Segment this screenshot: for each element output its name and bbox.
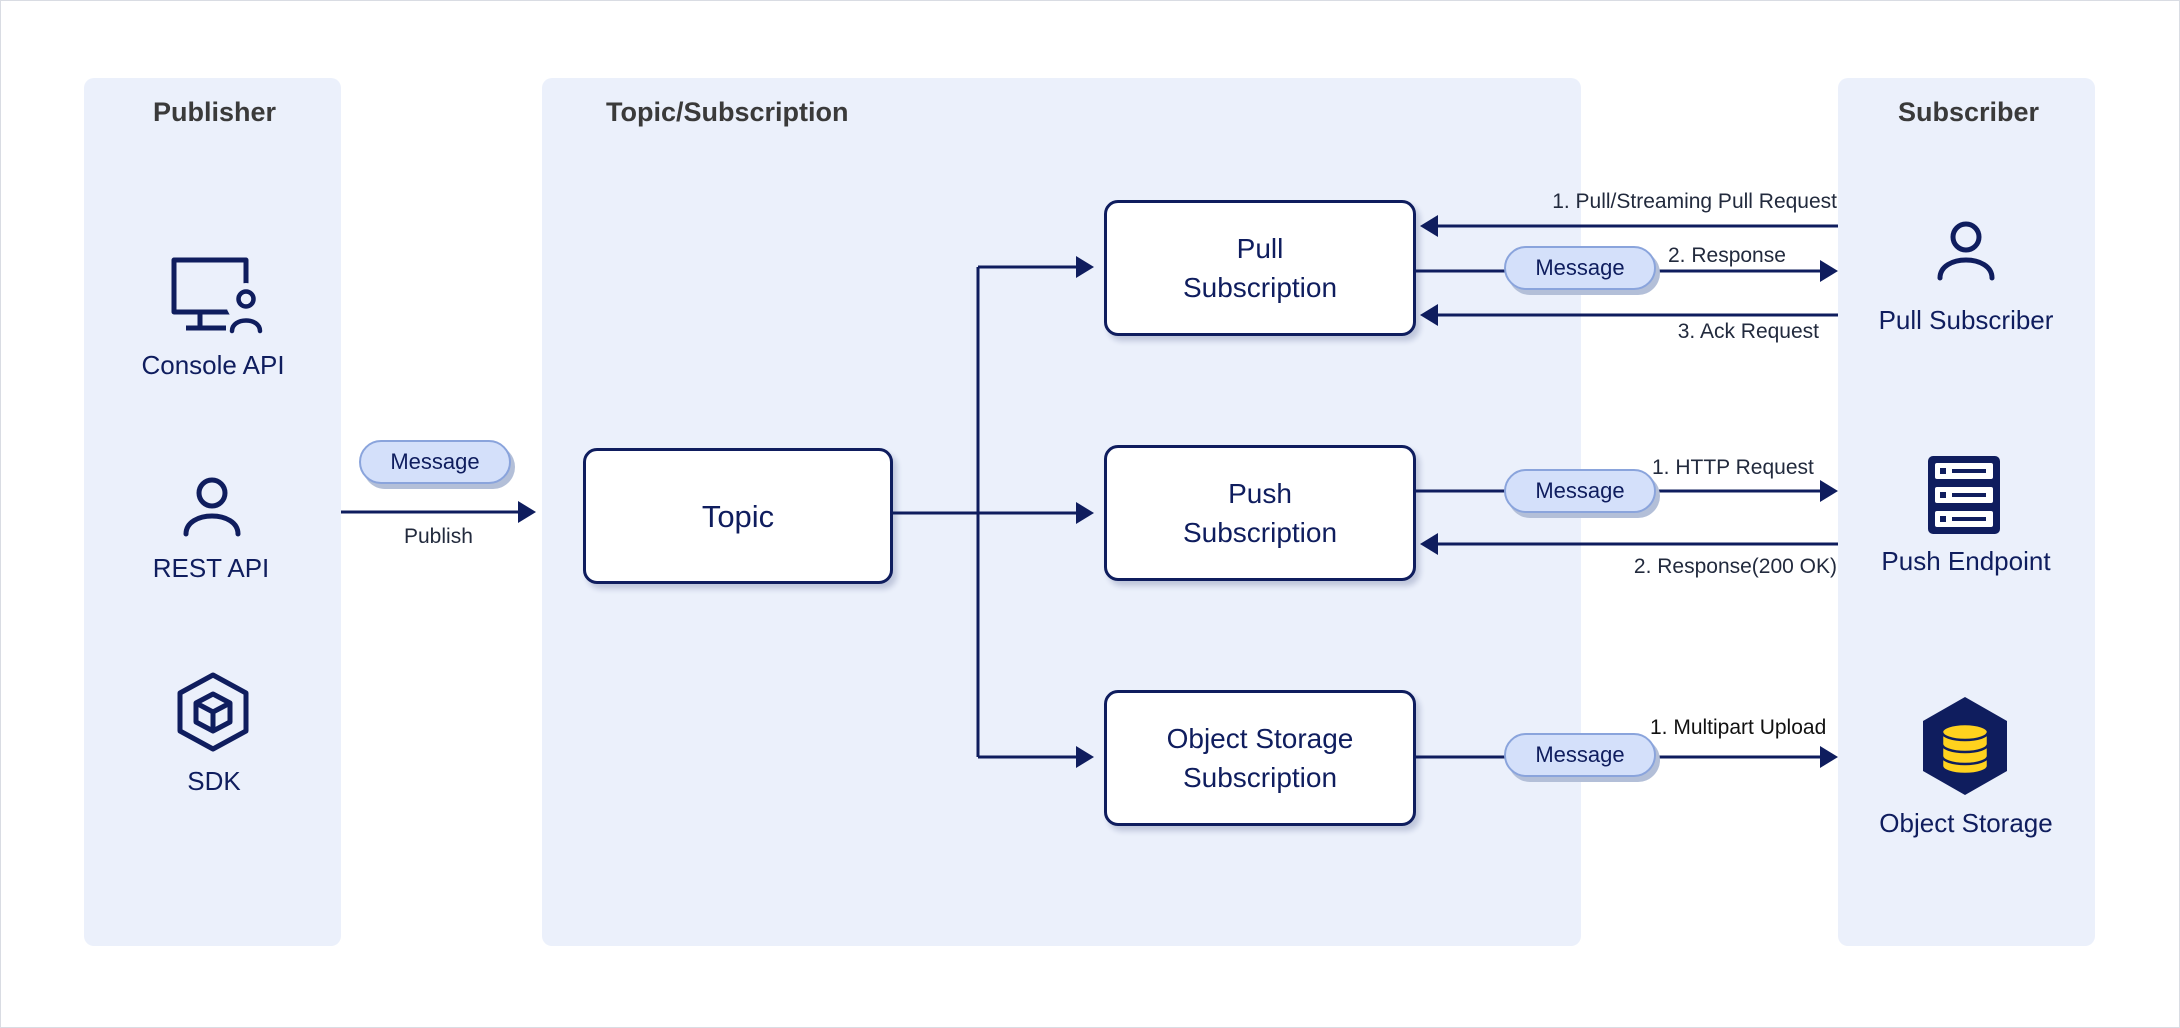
pull-ack-arrowhead <box>1420 304 1438 326</box>
console-api-icon <box>171 257 266 334</box>
pull-message-pill: Message <box>1504 246 1656 290</box>
to-pull-arrowhead <box>1076 256 1094 278</box>
pull-subscriber-label: Pull Subscriber <box>1878 305 2054 335</box>
pull-request-label: 1. Pull/Streaming Pull Request <box>1552 190 1837 213</box>
push-request-label: 1. HTTP Request <box>1652 456 1814 479</box>
rest-api-icon <box>183 477 241 537</box>
pull-subscriber-icon <box>1937 221 1995 281</box>
server-icon <box>1928 456 2000 534</box>
publish-label: Publish <box>404 525 473 548</box>
push-response-label: 2. Response(200 OK) <box>1633 555 1837 578</box>
pull-response-label: 2. Response <box>1668 244 1786 267</box>
rest-api-label: REST API <box>152 553 270 583</box>
pull-response-arrowhead <box>1820 260 1838 282</box>
storage-upload-label: 1. Multipart Upload <box>1650 716 1827 739</box>
push-subscription-box: Push Subscription <box>1104 445 1416 581</box>
pull-subscription-label: Pull Subscription <box>1182 233 1338 303</box>
push-subscription-label: Push Subscription <box>1182 478 1338 548</box>
object-storage-subscription-label: Object Storage Subscription <box>1166 723 1354 793</box>
push-request-arrowhead <box>1820 480 1838 502</box>
sdk-cube-icon <box>177 672 249 752</box>
publish-message-pill: Message <box>359 440 511 484</box>
publish-arrowhead <box>518 501 536 523</box>
to-push-arrowhead <box>1076 502 1094 524</box>
publisher-lane-title: Publisher <box>153 97 277 127</box>
sdk-label: SDK <box>187 766 241 796</box>
console-api-label: Console API <box>141 350 285 380</box>
topic-box: Topic <box>583 448 893 584</box>
object-storage-label: Object Storage <box>1879 808 2053 838</box>
storage-message-pill: Message <box>1504 733 1656 777</box>
pull-request-arrowhead <box>1420 215 1438 237</box>
object-storage-icon <box>1923 697 2007 795</box>
object-storage-subscription-box: Object Storage Subscription <box>1104 690 1416 826</box>
publisher-lane <box>84 78 341 946</box>
pull-ack-label: 3. Ack Request <box>1677 320 1819 343</box>
to-object-storage-arrowhead <box>1076 746 1094 768</box>
push-message-pill: Message <box>1504 469 1656 513</box>
pull-subscription-box: Pull Subscription <box>1104 200 1416 336</box>
subscriber-lane-title: Subscriber <box>1898 97 2040 127</box>
topic-box-label: Topic <box>701 498 775 534</box>
storage-upload-arrowhead <box>1820 746 1838 768</box>
push-response-arrowhead <box>1420 533 1438 555</box>
topic-subscription-lane-title: Topic/Subscription <box>606 97 849 127</box>
push-endpoint-label: Push Endpoint <box>1881 546 2051 576</box>
